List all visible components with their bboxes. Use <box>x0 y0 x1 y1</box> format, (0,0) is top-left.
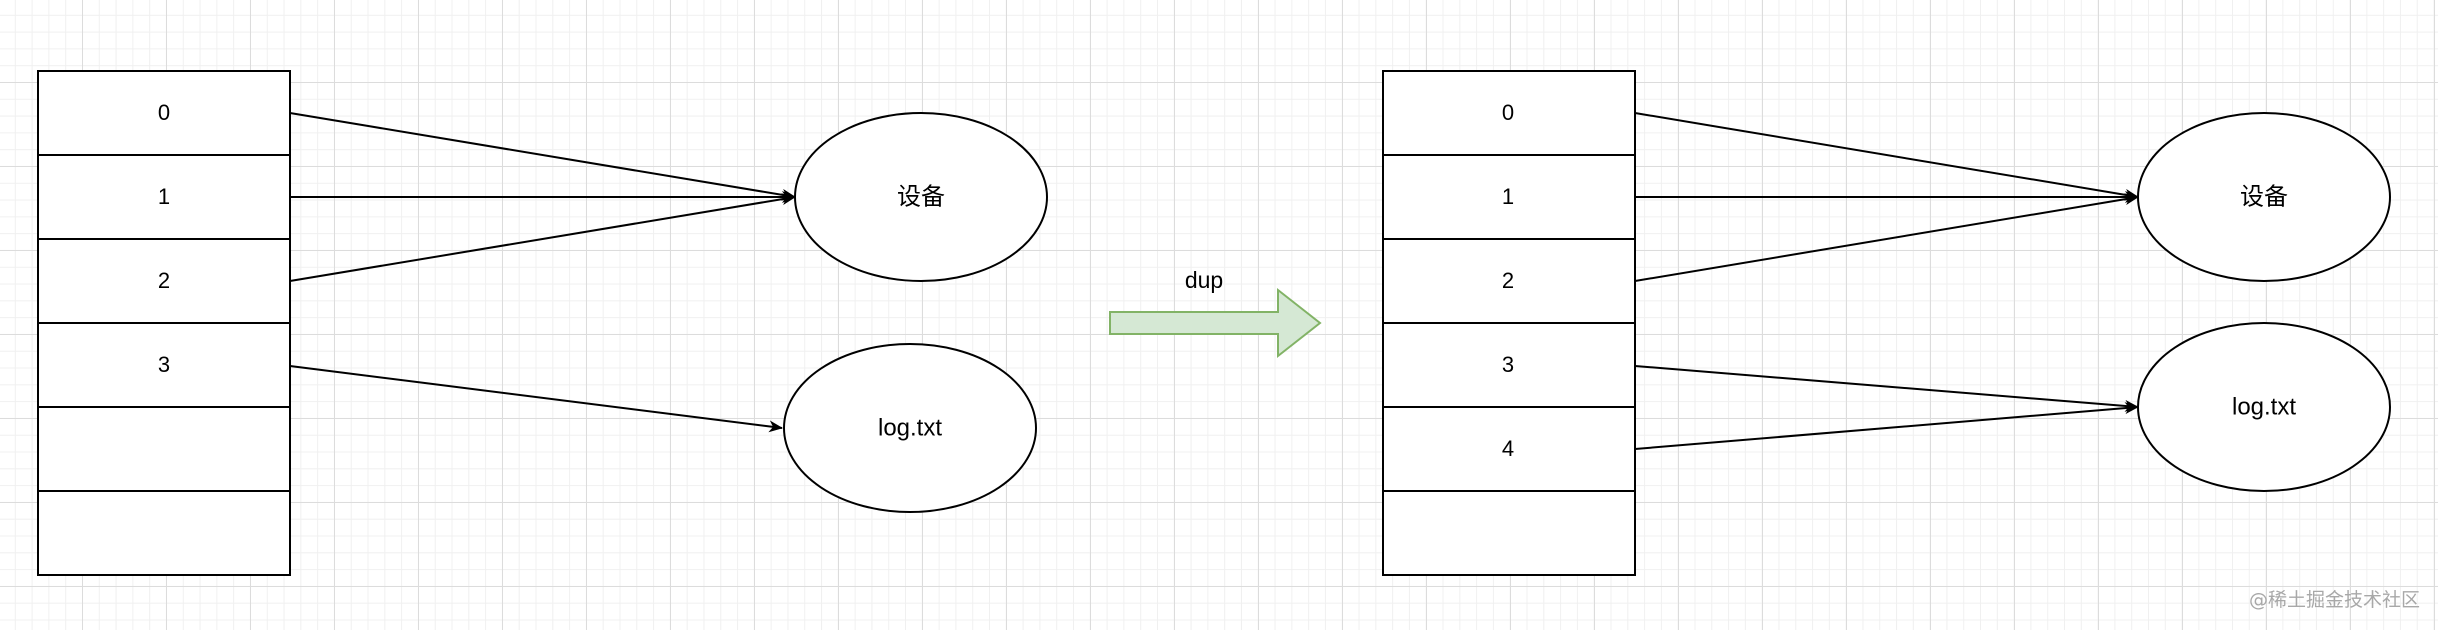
left-fd-table: 0 1 2 3 <box>37 70 291 576</box>
left-file-label: log.txt <box>878 414 942 441</box>
left-file-node: log.txt <box>783 343 1037 513</box>
left-fd-cell-3 <box>37 322 291 408</box>
right-fd-label-0: 0 <box>1502 100 1514 125</box>
right-fd-cell-4 <box>1382 406 1636 492</box>
right-edge-3-file <box>1634 365 2139 412</box>
left-edge-3-file <box>289 365 783 433</box>
left-device-label: 设备 <box>897 183 945 210</box>
left-edge-0-device <box>289 112 796 201</box>
right-fd-cell-0 <box>1382 70 1636 156</box>
right-edge-4-file <box>1634 402 2139 450</box>
left-fd-label-1: 1 <box>158 184 170 209</box>
right-fd-cell-3 <box>1382 322 1636 408</box>
right-edge-2-device <box>1634 193 2139 282</box>
dup-operation-label: dup <box>1185 267 1223 293</box>
right-device-node: 设备 <box>2137 112 2391 282</box>
left-fd-cell-4 <box>37 406 291 492</box>
left-fd-label-2: 2 <box>158 268 170 293</box>
left-edge-2-device <box>289 193 796 282</box>
left-fd-cell-5 <box>37 490 291 576</box>
right-connectors <box>1634 112 2139 450</box>
right-fd-label-3: 3 <box>1502 352 1514 377</box>
left-device-node: 设备 <box>794 112 1048 282</box>
left-fd-label-3: 3 <box>158 352 170 377</box>
left-connectors <box>289 112 796 433</box>
right-file-label: log.txt <box>2232 393 2296 420</box>
left-fd-label-0: 0 <box>158 100 170 125</box>
right-device-label: 设备 <box>2240 183 2288 210</box>
right-fd-table: 0 1 2 3 4 <box>1382 70 1636 576</box>
right-fd-cell-2 <box>1382 238 1636 324</box>
right-fd-label-2: 2 <box>1502 268 1514 293</box>
dup-operation-arrow <box>1109 287 1322 359</box>
right-edge-0-device <box>1634 112 2139 201</box>
right-fd-label-1: 1 <box>1502 184 1514 209</box>
right-fd-label-4: 4 <box>1502 436 1514 461</box>
watermark-text: @稀土掘金技术社区 <box>2248 589 2420 611</box>
right-fd-cell-5 <box>1382 490 1636 576</box>
right-file-node: log.txt <box>2137 322 2391 492</box>
